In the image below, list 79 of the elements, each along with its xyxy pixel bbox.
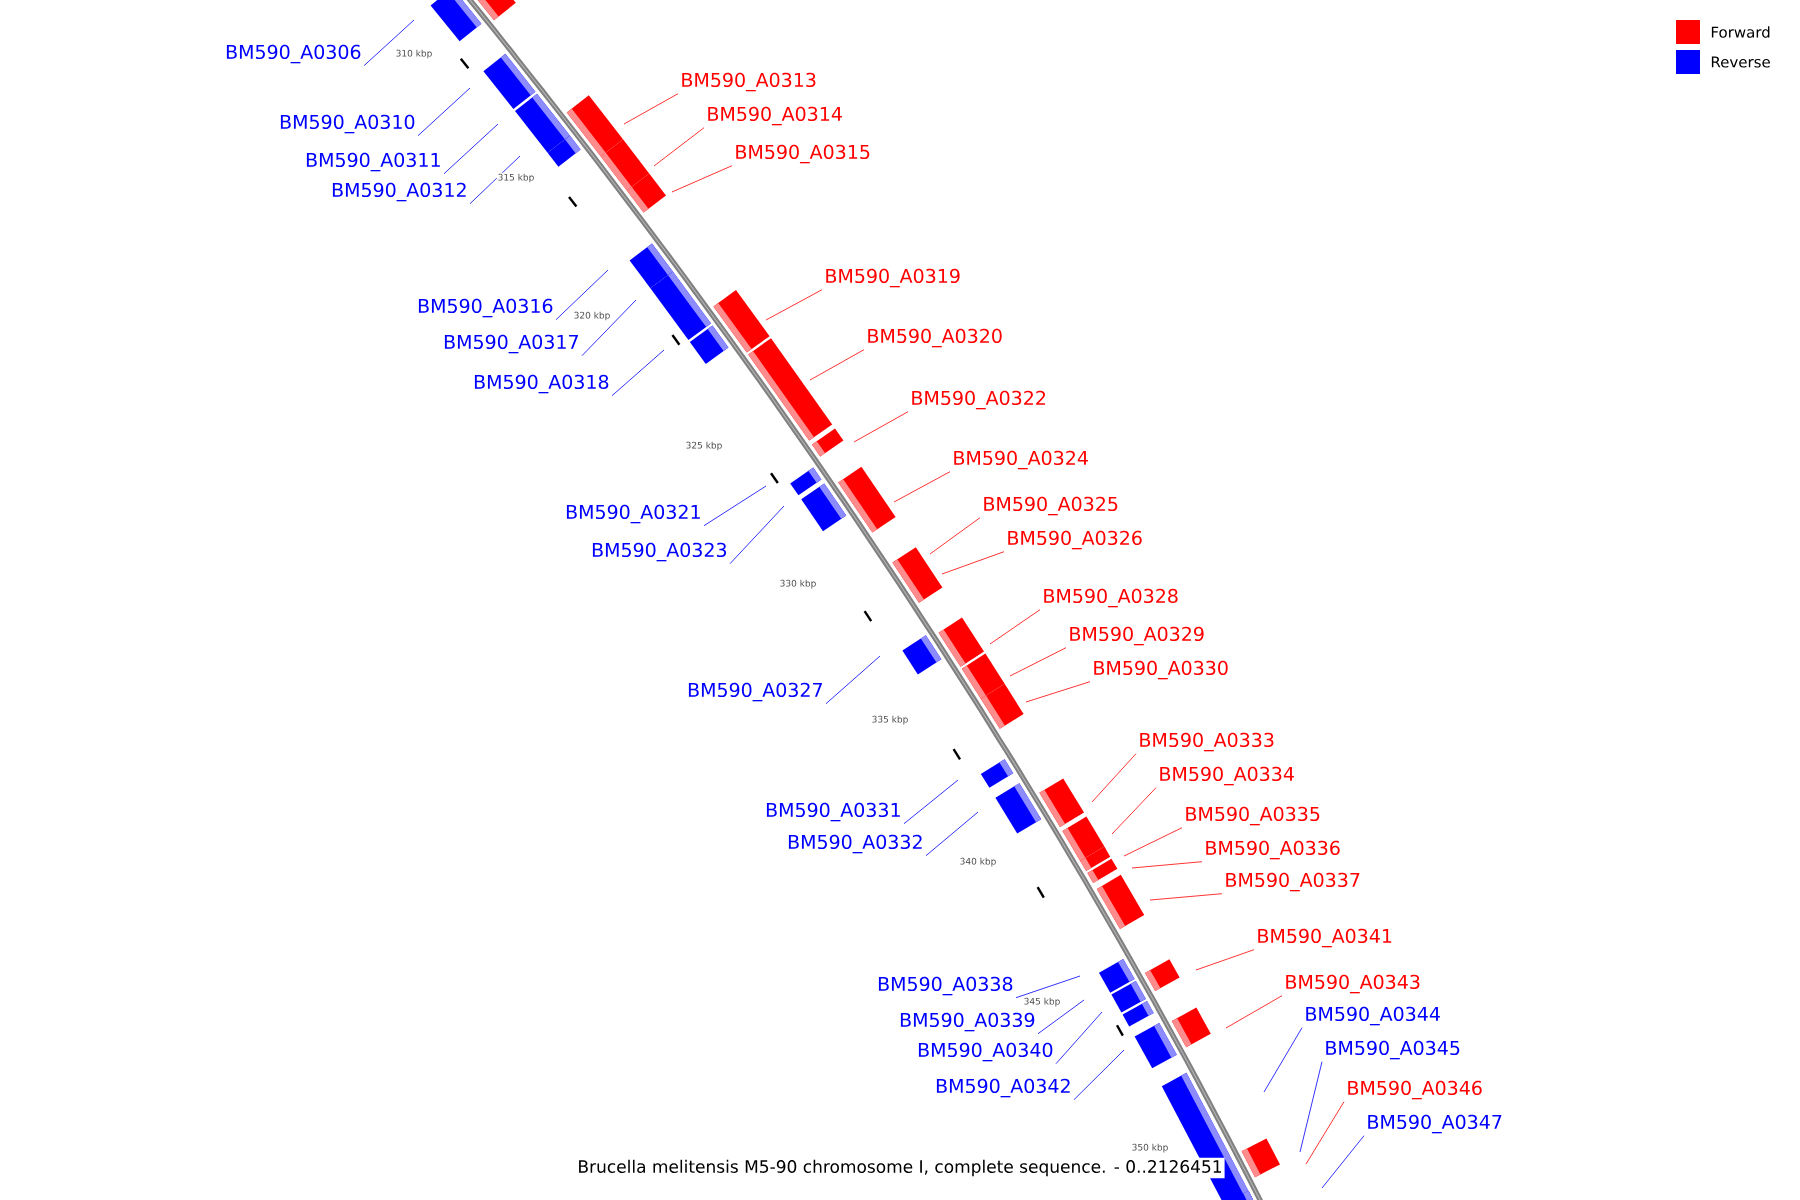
gene-label: BM590_A0334 <box>1160 766 1294 786</box>
gene-label: BM590_A0327 <box>688 682 822 702</box>
leader-line <box>1321 1135 1365 1189</box>
gene-label: BM590_A0313 <box>682 72 816 92</box>
leader-line <box>1073 1049 1125 1101</box>
leader-line <box>443 123 499 175</box>
gene-label: BM590_A0338 <box>878 976 1013 996</box>
leader-line <box>469 155 521 205</box>
gene-label: BM590_A0344 <box>1306 1006 1440 1026</box>
leader-line <box>853 411 909 443</box>
gene-label: BM590_A0347 <box>1368 1114 1502 1134</box>
leader-line <box>1037 999 1085 1035</box>
gene-label: BM590_A0324 <box>954 450 1088 470</box>
gene-label: BM590_A0321 <box>566 504 700 524</box>
leader-line <box>1225 995 1283 1029</box>
gene-label: BM590_A0316 <box>418 298 553 318</box>
gene-label: BM590_A0317 <box>444 334 578 354</box>
leader-line <box>555 269 609 321</box>
leader-line <box>1131 861 1203 869</box>
leader-line <box>903 779 959 825</box>
gene-label: BM590_A0346 <box>1348 1080 1482 1100</box>
leader-line <box>925 811 979 857</box>
gene-label: BM590_A0342 <box>936 1078 1070 1098</box>
leader-line <box>1009 647 1067 677</box>
gene-label: BM590_A0318 <box>474 374 609 394</box>
gene-label: BM590_A0330 <box>1094 660 1228 680</box>
leader-line <box>1263 1027 1303 1093</box>
gene-label: BM590_A0314 <box>708 106 842 126</box>
leader-line <box>941 551 1005 575</box>
leader-line <box>929 517 981 555</box>
leader-line <box>581 299 637 357</box>
leader-line <box>1015 975 1081 999</box>
gene-label: BM590_A0306 <box>226 44 361 64</box>
leader-line <box>417 87 471 137</box>
leader-line <box>1299 1061 1323 1153</box>
leader-line <box>825 655 881 705</box>
leader-line <box>1111 787 1157 835</box>
gene-label: BM590_A0343 <box>1286 974 1420 994</box>
gene-label: BM590_A0320 <box>868 328 1002 348</box>
leader-line <box>729 505 785 565</box>
leader-line <box>765 289 823 321</box>
gene-label: BM590_A0311 <box>306 152 440 172</box>
leader-line <box>623 93 679 125</box>
leader-line <box>1055 1011 1103 1065</box>
gene-label: BM590_A0326 <box>1008 530 1142 550</box>
leader-line <box>1091 753 1137 803</box>
gene-label: BM590_A0322 <box>912 390 1046 410</box>
gene-label: BM590_A0331 <box>766 802 900 822</box>
gene-label: BM590_A0340 <box>918 1042 1053 1062</box>
gene-label: BM590_A0341 <box>1258 928 1392 948</box>
leader-line <box>1025 681 1091 703</box>
gene-label: BM590_A0332 <box>788 834 922 854</box>
leader-line <box>893 471 951 503</box>
gene-label: BM590_A0337 <box>1226 872 1360 892</box>
leader-line <box>363 19 415 67</box>
gene-label: BM590_A0315 <box>736 144 870 164</box>
leader-line <box>671 165 733 193</box>
gene-label: BM590_A0312 <box>332 182 466 202</box>
gene-label: BM590_A0323 <box>592 542 727 562</box>
leader-line <box>1305 1101 1345 1165</box>
leader-line <box>1195 949 1255 971</box>
leader-line <box>809 349 865 381</box>
caption: Brucella melitensis M5-90 chromosome I, complete sequence. - 0..2126451 <box>575 1157 1225 1179</box>
gene-label: BM590_A0325 <box>984 496 1118 516</box>
gene-label: BM590_A0335 <box>1186 806 1320 826</box>
leader-line <box>611 349 665 397</box>
leader-line <box>1123 827 1183 857</box>
leader-line <box>989 609 1041 645</box>
gene-label: BM590_A0328 <box>1044 588 1178 608</box>
leader-line <box>703 485 767 527</box>
leader-line <box>1149 893 1223 901</box>
leader-line <box>653 127 705 167</box>
gene-label: BM590_A0329 <box>1070 626 1204 646</box>
gene-label: BM590_A0333 <box>1140 732 1274 752</box>
gene-label: BM590_A0339 <box>900 1012 1035 1032</box>
gene-label: BM590_A0345 <box>1326 1040 1460 1060</box>
gene-label: BM590_A0336 <box>1206 840 1340 860</box>
gene-label: BM590_A0319 <box>826 268 960 288</box>
gene-label: BM590_A0310 <box>280 114 415 134</box>
